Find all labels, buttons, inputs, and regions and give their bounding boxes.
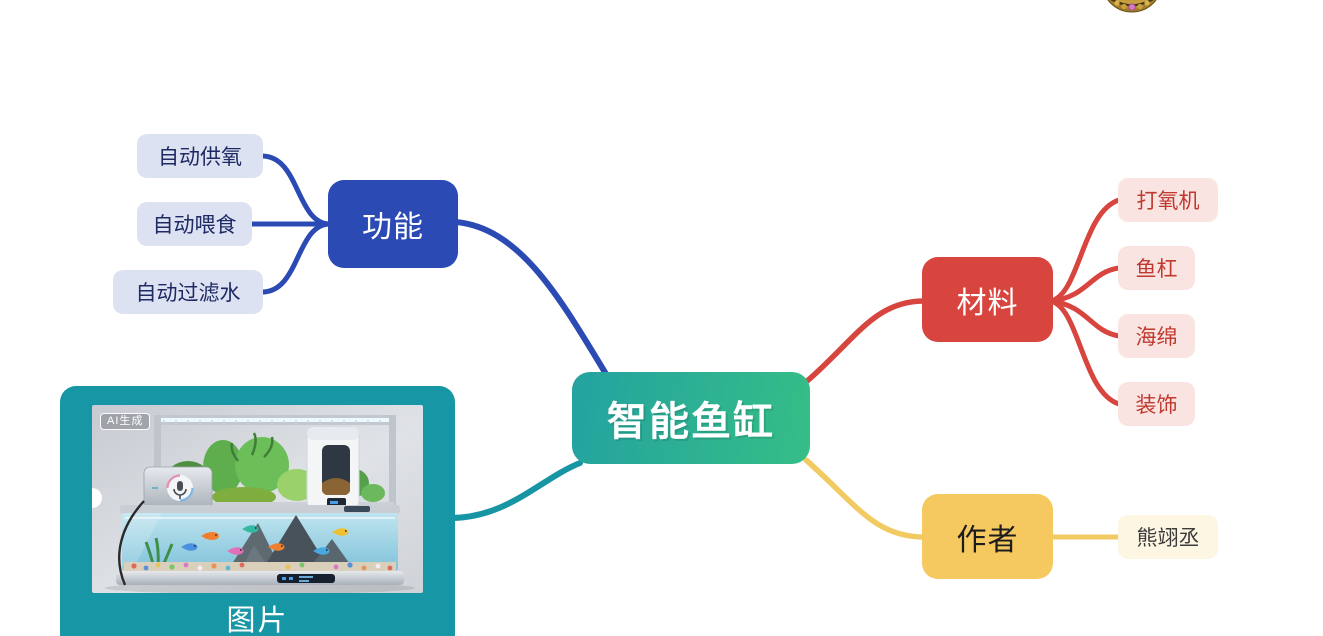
power-cable <box>118 500 145 586</box>
glass-highlight <box>122 513 162 571</box>
connector-function-child1 <box>259 153 333 227</box>
avatar-emblem-icon <box>1107 0 1157 13</box>
display-text <box>299 576 313 578</box>
frame-post-right <box>389 415 396 510</box>
display-digit <box>289 577 293 580</box>
smart-speaker-box <box>143 466 213 510</box>
branch-node-material[interactable]: 材料 <box>922 257 1053 342</box>
avatar[interactable] <box>1101 0 1163 13</box>
image-node-label: 图片 <box>226 605 289 636</box>
connector-function-child3 <box>259 221 333 295</box>
gravel-bed <box>124 562 396 571</box>
led-dashes <box>163 420 381 423</box>
tank-base <box>116 571 404 585</box>
connector-root-material <box>803 298 927 385</box>
connector-root-function <box>453 219 609 377</box>
fish-group <box>181 525 349 555</box>
led-strip <box>158 418 392 422</box>
frame-post-left <box>154 415 161 510</box>
connector-material-child3 <box>1048 298 1122 339</box>
fish-tank-illustration <box>92 405 423 593</box>
connector-material-child2 <box>1048 265 1122 304</box>
display-digit <box>282 577 286 580</box>
display-text <box>299 580 309 582</box>
aquascape-rocks <box>230 515 352 567</box>
tank-rim <box>120 505 400 514</box>
auto-feeder <box>306 426 360 512</box>
branch-node-function[interactable]: 功能 <box>328 180 458 268</box>
fish-tank-photo <box>92 405 423 593</box>
gravel-stones <box>131 562 393 571</box>
base-display <box>277 574 335 583</box>
ai-generated-badge: AI生成 <box>100 413 151 430</box>
connector-material-child4 <box>1048 298 1122 407</box>
leaf-node-auto-feeding[interactable]: 自动喂食 <box>137 202 252 246</box>
leaf-node-oxygen-machine[interactable]: 打氧机 <box>1118 178 1218 222</box>
leaf-node-author-name[interactable]: 熊翊丞 <box>1118 515 1218 559</box>
connector-material-child1 <box>1048 197 1122 304</box>
branch-node-image[interactable]: AI生成 图片 <box>60 386 455 636</box>
rim-module <box>344 506 370 512</box>
connector-root-image <box>447 460 583 521</box>
leaf-node-auto-filter[interactable]: 自动过滤水 <box>113 270 263 314</box>
connector-root-author <box>803 457 927 540</box>
leaf-node-decoration[interactable]: 装饰 <box>1118 382 1195 426</box>
leaf-node-sponge[interactable]: 海绵 <box>1118 314 1195 358</box>
left-edge-dot <box>92 488 102 508</box>
leaf-node-fish-rod[interactable]: 鱼杠 <box>1118 246 1195 290</box>
root-node-smart-fish-tank[interactable]: 智能鱼缸 <box>572 372 810 464</box>
branch-node-author[interactable]: 作者 <box>922 494 1053 579</box>
leaf-node-auto-oxygen[interactable]: 自动供氧 <box>137 134 263 178</box>
